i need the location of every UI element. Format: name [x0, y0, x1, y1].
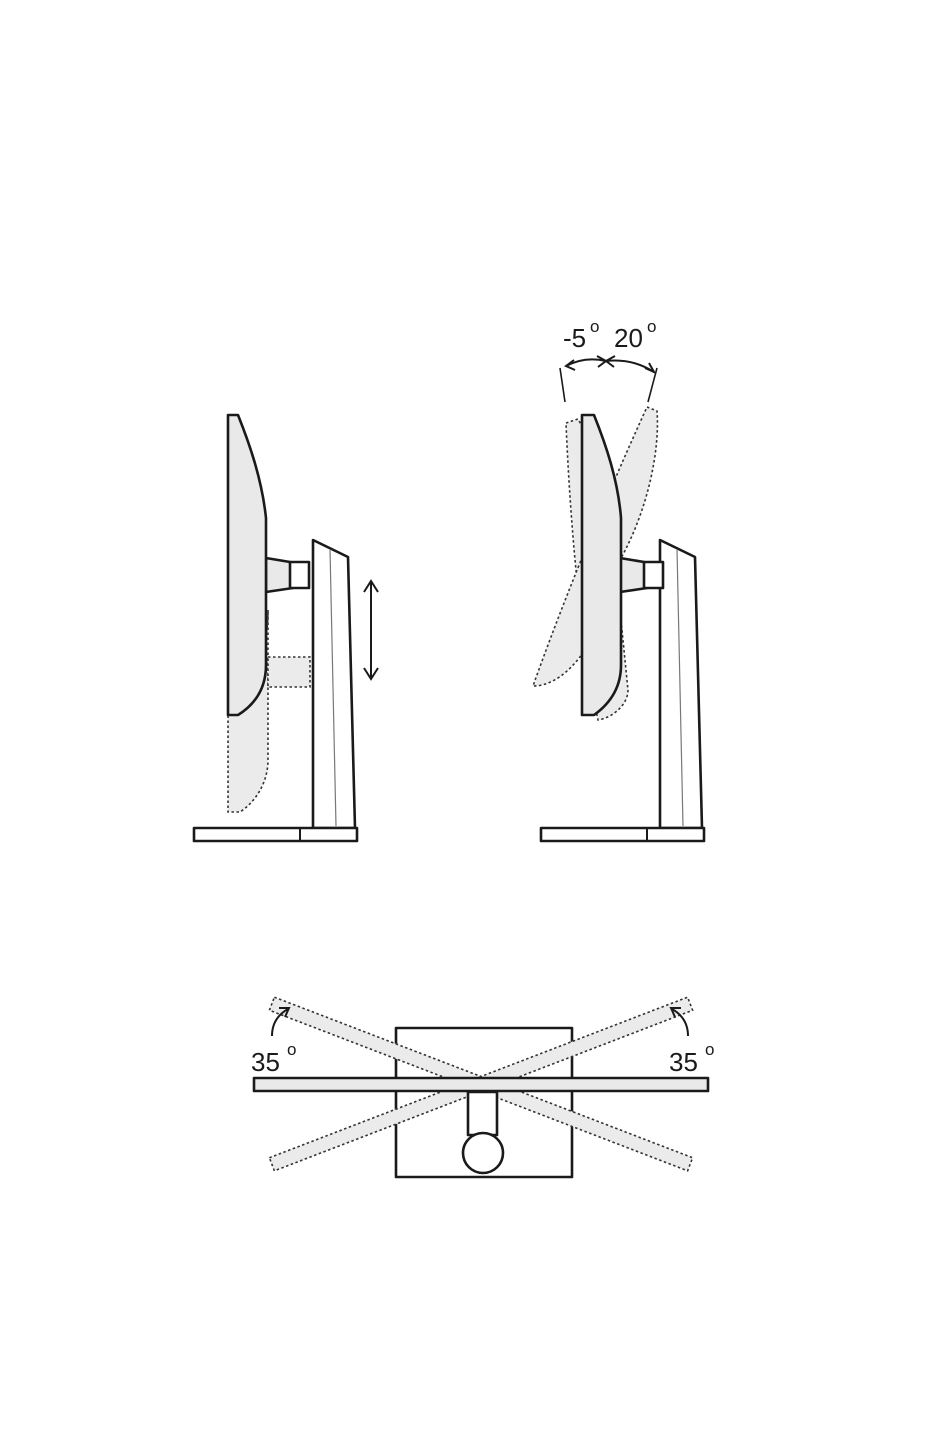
- hinge-block: [644, 562, 663, 588]
- monitor-panel-top-view: [254, 1078, 708, 1091]
- swivel-left-label: 35: [251, 1047, 280, 1077]
- swivel-adjust-view: 35 o 35 o: [251, 997, 714, 1177]
- tilt-forward-arrowhead-left: [566, 360, 575, 370]
- swivel-left-degree: o: [287, 1040, 296, 1059]
- stand-base: [541, 828, 704, 841]
- stand-column-top-view: [463, 1133, 503, 1173]
- swivel-right-label: 35: [669, 1047, 698, 1077]
- tilt-back-degree: o: [647, 317, 656, 336]
- column-neck-top-view: [468, 1092, 497, 1135]
- tilt-forward-degree: o: [590, 317, 599, 336]
- tilt-forward-label: -5: [563, 323, 586, 353]
- height-adjust-view: [194, 415, 378, 841]
- monitor-panel: [582, 415, 621, 715]
- stand-base: [194, 828, 357, 841]
- monitor-panel: [228, 415, 266, 715]
- stand-column: [660, 540, 702, 828]
- tilt-forward-arrowhead-right: [597, 356, 606, 367]
- stand-column: [313, 540, 355, 828]
- swivel-right-degree: o: [705, 1040, 714, 1059]
- hinge-block: [290, 562, 309, 588]
- tilt-ref-line-left: [560, 368, 565, 402]
- lowered-neck-ghost: [268, 657, 310, 687]
- tilt-back-label: 20: [614, 323, 643, 353]
- tilt-adjust-view: -5 o 20 o: [533, 317, 704, 841]
